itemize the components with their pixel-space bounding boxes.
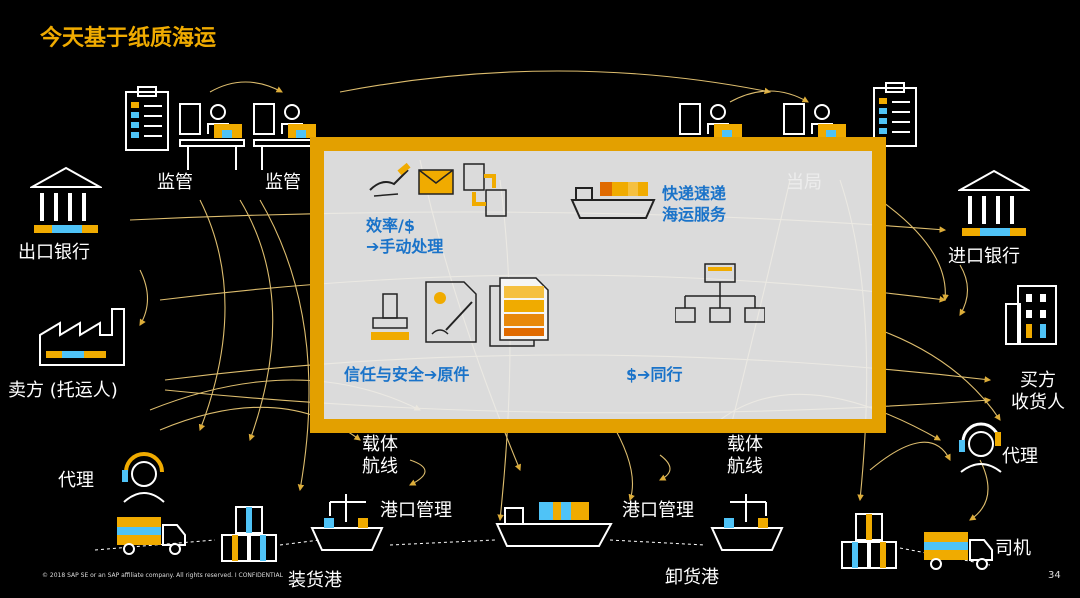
import-bank-label: 进口银行 [948,246,1020,267]
seller-label: 卖方 (托运人) [8,380,118,401]
export-bank-label: 出口银行 [18,242,90,263]
page-number: 34 [1048,570,1061,581]
port-mgmt-right-label: 港口管理 [622,500,694,521]
page-title: 今天基于纸质海运 [40,26,217,51]
carrier-left-label: 载体 航线 [362,434,398,477]
footer-copyright: © 2018 SAP SE or an SAP affiliate compan… [42,572,283,579]
supervise-label-2: 监管 [265,172,301,193]
bank-icon [958,169,1030,236]
network-computers-icon [675,263,765,323]
clipboard-icon [125,86,169,151]
document-stack-icon [489,277,549,347]
port-crane-ship-icon [310,494,384,551]
envelope-icon [418,169,454,195]
officer-desk-icon [179,103,245,170]
headset-agent-icon [122,452,165,503]
express-text: 快递速递 海运服务 [662,184,727,224]
peers-text: $➔同行 [626,365,683,384]
container-ship-icon [495,502,613,547]
buyer-label: 买方 收货人 [1011,370,1065,413]
stamp-icon [371,293,409,340]
port-mgmt-left-label: 港口管理 [380,500,452,521]
headset-agent-icon [959,422,1002,473]
factory-icon [39,308,125,366]
highlight-panel [310,137,886,433]
driver-label: 司机 [995,538,1031,559]
loading-port-label: 装货港 [288,570,342,591]
bank-icon [30,166,102,233]
truck-icon [924,532,993,570]
truck-icon [117,517,186,555]
container-ship-icon [570,182,656,219]
cargo-boxes-icon [221,506,277,562]
port-crane-ship-icon [710,494,784,551]
efficiency-text: 效率/$ ➔手动处理 [366,216,444,256]
cargo-boxes-icon [841,513,897,569]
document-transfer-icon [463,163,507,217]
building-icon [1005,285,1057,345]
supervise-label-1: 监管 [157,172,193,193]
certificate-icon [425,281,477,343]
carrier-right-label: 载体 航线 [727,434,763,477]
clipboard-icon [873,82,917,147]
trust-text: 信任与安全➔原件 [344,365,470,384]
hand-signing-icon [369,162,411,197]
unloading-port-label: 卸货港 [665,567,719,588]
agent-left-label: 代理 [58,470,94,491]
agent-right-label: 代理 [1002,446,1038,467]
